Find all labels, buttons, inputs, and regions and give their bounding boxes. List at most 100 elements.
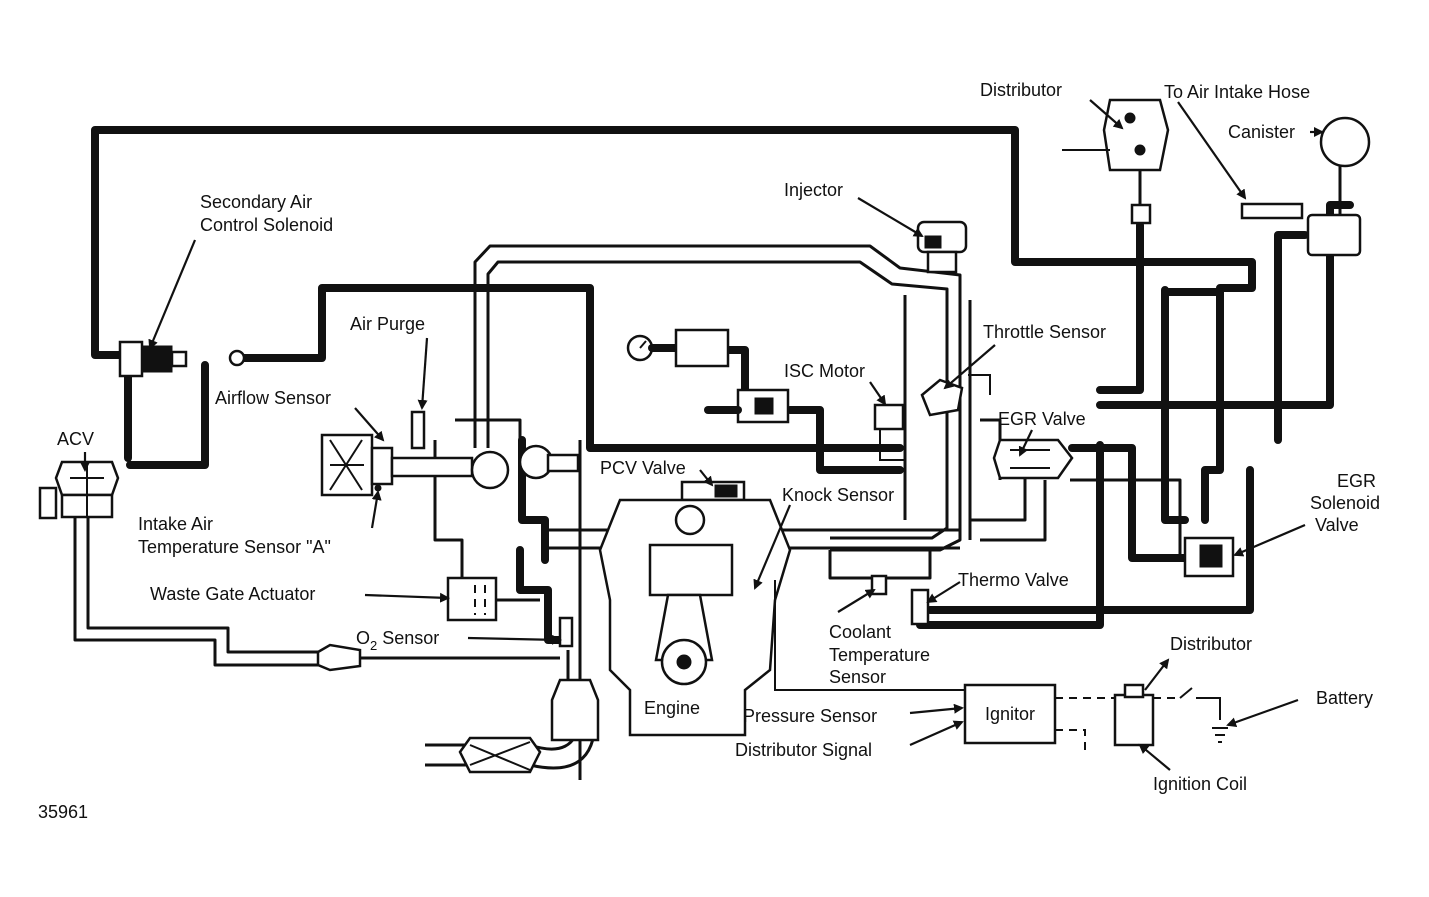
turbo-compressor [470,450,510,490]
label-air-purge: Air Purge [350,314,425,334]
ignitor-box [963,683,1057,745]
label-o2-sensor: O2 Sensor [356,628,439,653]
pressure-sensor-hose-inner [86,500,318,654]
arrow-egr-solenoid [1233,523,1306,557]
label-coolant-line2: Temperature [829,645,930,665]
label-to-air-intake-hose: To Air Intake Hose [1164,82,1310,102]
label-airflow-sensor: Airflow Sensor [215,388,331,408]
label-secondary-air-line2: Control Solenoid [200,215,333,235]
top-loop-hose [91,126,1256,359]
arrow-egr-valve [1018,429,1033,457]
turbo-outlet [546,453,580,473]
inline-filter [228,349,246,367]
label-thermo-valve: Thermo Valve [958,570,1069,590]
airflow-intake-duct [390,456,474,478]
arrow-throttle-sensor [943,344,996,390]
isc-valve-core [754,397,774,415]
arrow-to-air-intake-hose [1177,101,1247,200]
waste-gate-diaphragm [474,585,486,615]
coolant-box [828,548,932,580]
figure-id: 35961 [38,802,88,822]
thermo-valve-body [910,588,930,626]
distributor-top-body [1102,98,1170,172]
egr-side-hose [1161,286,1189,524]
coolant-temp-sensor [870,574,888,596]
label-coolant-line1: Coolant [829,622,891,642]
secondary-air-solenoid-port [170,350,188,368]
arrow-distributor-signal [909,720,964,747]
arrow-knock-sensor [753,504,792,590]
pressure-sensor-hose-outer [73,500,318,667]
turbo-inlet-pipe [455,418,522,448]
secondary-air-solenoid-coil [141,345,173,373]
arrow-ignition-coil [1138,743,1171,771]
ignition-coil-body [1113,693,1155,747]
air-intake-hose-fitting [1240,202,1304,220]
arrow-battery [1226,698,1299,728]
label-battery: Battery [1316,688,1373,708]
ignition-switch [1179,687,1221,720]
ignitor-ground-wire [1055,729,1086,750]
egr-solenoid-return-2 [916,441,1104,629]
label-egr-solenoid-line1: EGR [1337,471,1376,491]
vertical-pipe-left [433,440,464,590]
label-pressure-sensor: Pressure Sensor [743,706,877,726]
egr-vacuum-line-2 [1161,288,1224,524]
egr-valve-detail [1010,449,1050,469]
egr-solenoid-to-thermo [926,466,1254,614]
label-coolant-line3: Sensor [829,667,886,687]
secondary-air-to-top-hose [236,284,904,452]
egr-solenoid-coil [1199,544,1223,568]
arrow-airflow-sensor [354,407,385,442]
o2-sensor-body [558,616,574,648]
air-purge-valve [410,410,426,450]
label-intake-air-temp-line2: Temperature Sensor "A" [138,537,331,557]
arrow-isc-motor [869,381,887,406]
engine-piston [648,543,734,597]
vacuum-gauge-needle [639,340,647,349]
injector-nozzle [926,250,958,274]
label-acv: ACV [57,429,94,449]
label-distributor-top: Distributor [980,80,1062,100]
airflow-sensor-grid [329,439,364,491]
label-pcv-valve: PCV Valve [600,458,686,478]
isc-control-box [674,328,730,368]
canister-valve-body [1306,213,1362,257]
throttle-connector [968,374,991,395]
throttle-sensor-body [920,378,964,417]
arrow-distributor-top [1089,99,1124,130]
label-ignition-coil: Ignition Coil [1153,774,1247,794]
arrow-pressure-sensor [909,703,964,715]
egr-plumbing-3 [970,470,1027,522]
arrow-o2-sensor [467,634,562,645]
pressure-sensor-wire [774,580,965,691]
arrow-secondary-air [148,239,197,350]
arrow-air-purge [417,337,429,410]
label-ignitor: Ignitor [985,704,1035,724]
engine-cam [674,504,706,536]
label-egr-valve: EGR Valve [998,409,1086,429]
label-canister: Canister [1228,122,1295,142]
rear-cat-hatching [469,741,531,771]
label-egr-solenoid-line3: Valve [1315,515,1359,535]
label-engine: Engine [644,698,700,718]
engine-crank-pin [676,654,692,670]
egr-lower-line [1070,478,1182,560]
arrow-pcv-valve [699,469,714,487]
label-knock-sensor: Knock Sensor [782,485,894,505]
arrow-distributor-bottom [1144,658,1170,691]
intake-tube-inner [486,260,949,540]
arrow-intake-air-temp [370,490,382,529]
arrow-thermo-valve [926,581,961,604]
ignition-coil-cap [1123,683,1145,699]
waste-gate-actuator-body [446,576,498,622]
pressure-sensor-fitting [316,643,362,672]
label-egr-solenoid-line2: Solenoid [1310,493,1380,513]
arrow-waste-gate [364,592,450,603]
arrow-coolant-temp [837,588,876,613]
isc-motor-body [873,403,905,431]
canister-vertical-hose [1274,231,1309,444]
egr-valve-body [992,438,1074,480]
